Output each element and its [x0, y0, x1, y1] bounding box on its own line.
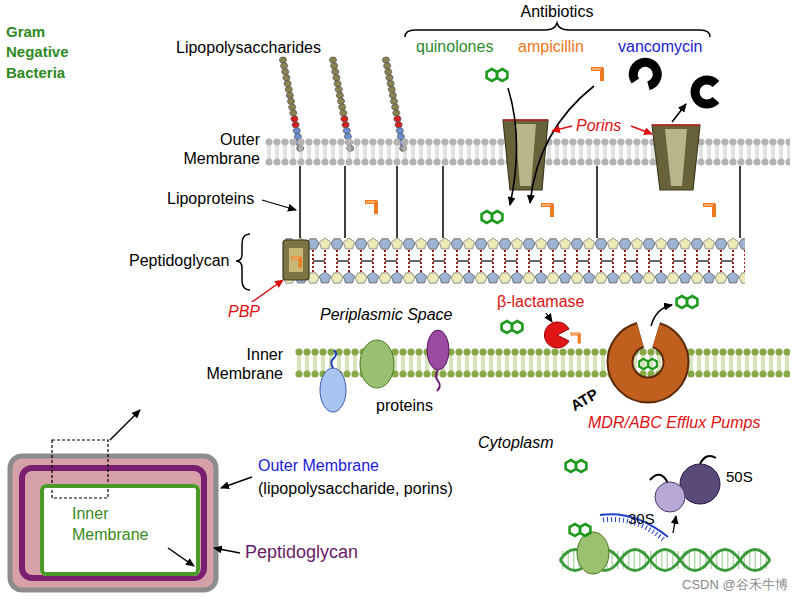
drug-name: ampicillin	[518, 37, 584, 56]
region-label: Cytoplasm	[478, 433, 554, 452]
figure-title: Gram Negative Bacteria	[6, 22, 86, 83]
layer-label: Outer Membrane	[180, 130, 260, 168]
part-label: Porins	[576, 116, 621, 135]
subunit-label: 50S	[726, 468, 753, 486]
box-text: Inner Membrane	[72, 504, 172, 546]
part-label: Lipopolysaccharides	[176, 38, 321, 57]
part-label: MDR/ABC Efflux Pumps	[588, 413, 760, 432]
group-heading: Antibiotics	[521, 2, 594, 21]
inset-label: Peptidoglycan	[245, 542, 358, 564]
inset-note: (lipopolysaccharide, porins)	[258, 479, 453, 498]
enzyme-label: β-lactamase	[497, 292, 584, 311]
watermark: CSDN @谷禾牛博	[680, 577, 790, 593]
layer-label: Inner Membrane	[203, 345, 283, 383]
drug-name: quinolones	[416, 37, 493, 56]
energy-label: ATP	[567, 385, 601, 415]
part-label: Lipoproteins	[167, 189, 254, 208]
part-label: PBP	[228, 302, 260, 321]
drug-name: vancomycin	[618, 37, 702, 56]
membrane-box: Inner Membrane	[40, 484, 200, 576]
subunit-label: 30S	[628, 510, 655, 528]
layer-label: Peptidoglycan	[129, 251, 230, 270]
region-label: Periplasmic Space	[320, 305, 453, 324]
inset-label: Outer Membrane	[258, 456, 379, 475]
part-label: proteins	[376, 396, 433, 415]
